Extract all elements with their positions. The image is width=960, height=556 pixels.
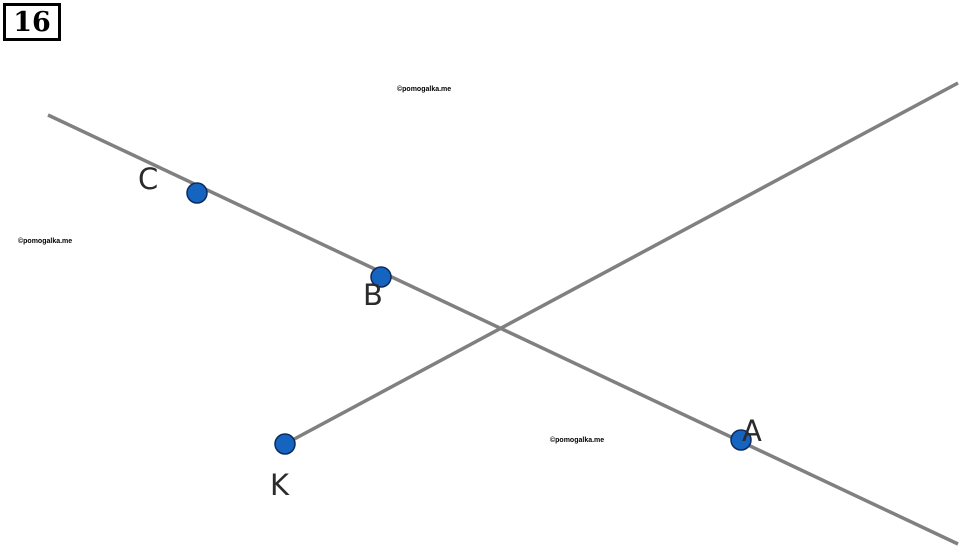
label-k: K xyxy=(270,468,290,502)
label-a: A xyxy=(742,414,762,448)
point-k xyxy=(274,433,296,455)
watermark-bottom: ©pomogalka.me xyxy=(550,436,604,444)
point-a xyxy=(730,429,752,451)
watermark-left: ©pomogalka.me xyxy=(18,237,72,245)
task-number-badge: 16 xyxy=(3,3,61,41)
line-cba xyxy=(47,113,959,546)
label-c: C xyxy=(138,162,158,196)
point-c xyxy=(186,182,208,204)
label-b: B xyxy=(363,278,383,312)
ray-k xyxy=(284,81,959,446)
watermark-top: ©pomogalka.me xyxy=(397,85,451,93)
point-b xyxy=(370,266,392,288)
